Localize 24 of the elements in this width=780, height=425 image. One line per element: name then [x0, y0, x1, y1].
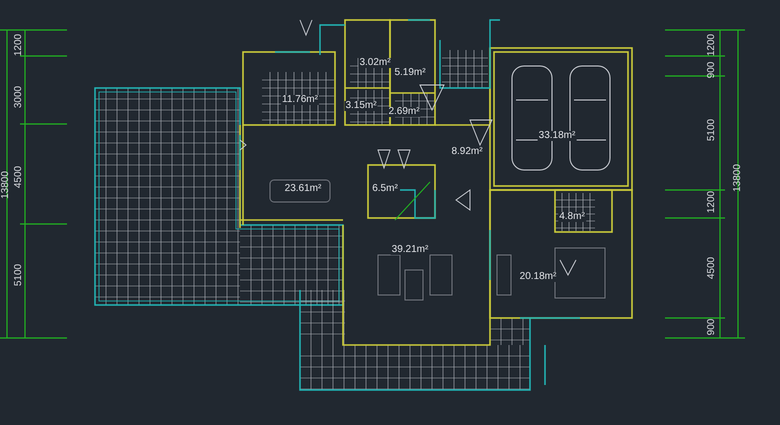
room-area-label: 33.18m² — [538, 131, 576, 141]
dimension-text: 1200 — [707, 190, 717, 214]
dimension-text: 1200 — [14, 34, 24, 56]
dimension-text: 1200 — [707, 34, 717, 56]
dimension-text: 5100 — [707, 118, 717, 142]
dimension-text: 4500 — [707, 256, 717, 280]
room-area-label: 8.92m² — [450, 147, 484, 157]
dimension-text: 3000 — [14, 86, 24, 108]
dimension-text: 5100 — [14, 264, 24, 286]
dimension-text: 13800 — [1, 171, 11, 199]
dimension-text: 13800 — [733, 164, 743, 192]
room-area-label: 5.19m² — [393, 68, 427, 78]
room-area-label: 2.69m² — [387, 107, 421, 117]
room-area-label: 39.21m² — [390, 245, 430, 255]
room-area-label: 6.5m² — [371, 184, 399, 194]
room-area-label: 20.18m² — [518, 272, 558, 282]
dimension-text: 4500 — [14, 166, 24, 188]
room-area-label: 4.8m² — [558, 212, 586, 222]
dimension-text: 900 — [707, 62, 717, 78]
room-area-label: 3.02m² — [358, 58, 392, 68]
dimension-text: 900 — [707, 318, 717, 336]
room-area-label: 11.76m² — [281, 95, 319, 105]
room-area-label: 3.15m² — [344, 101, 378, 111]
room-area-label: 23.61m² — [284, 184, 322, 194]
